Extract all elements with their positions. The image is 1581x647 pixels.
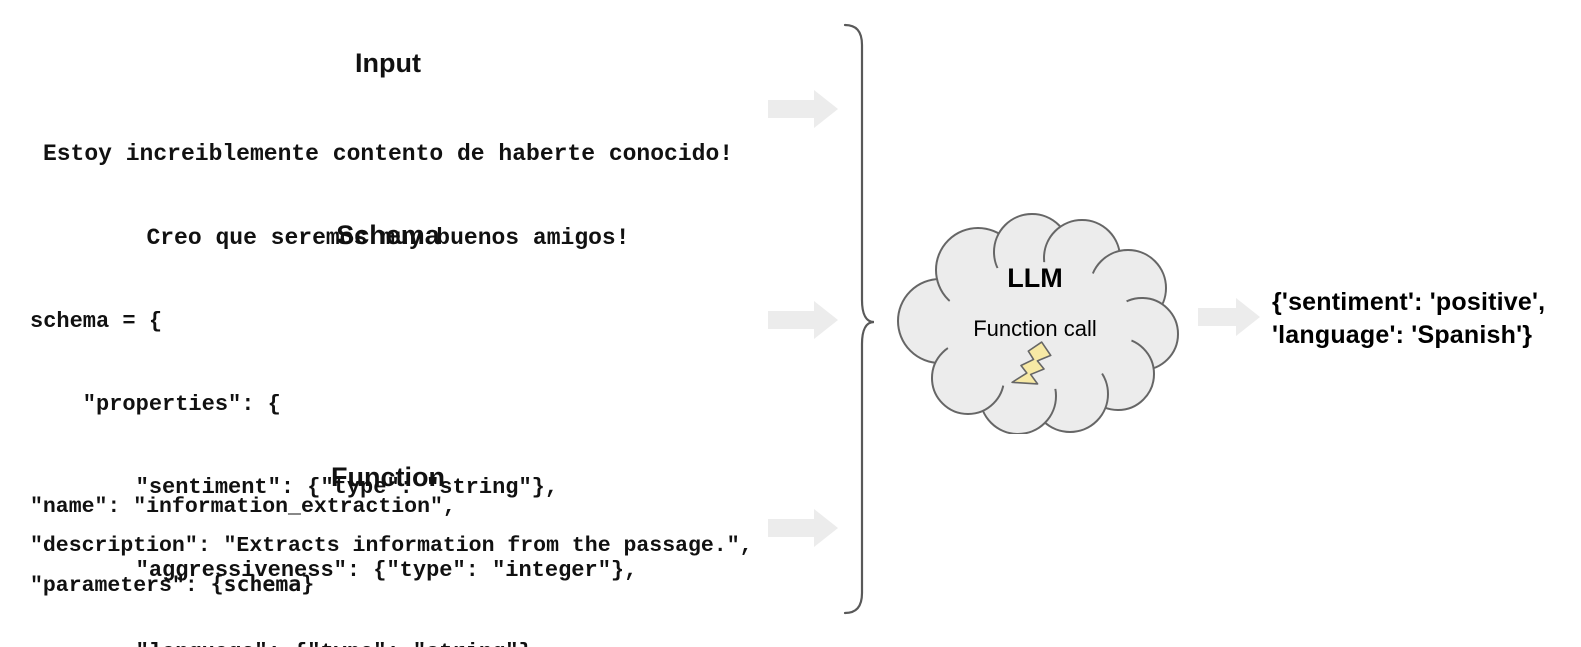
output-text: {'sentiment': 'positive', 'language': 'S… xyxy=(1272,286,1545,352)
schema-code-line: "properties": { xyxy=(30,391,281,417)
function-section-title: Function xyxy=(331,462,445,492)
output-text-line: 'language': 'Spanish'} xyxy=(1272,321,1533,349)
schema-code-line: "aggressiveness": {"type": "integer"}, xyxy=(30,557,638,583)
input-arrow-icon xyxy=(768,90,838,128)
output-arrow-icon xyxy=(1198,298,1260,336)
function-description-line: "description": "Extracts information fro… xyxy=(30,534,753,558)
input-text-line: Creo que seremos muy buenos amigos! xyxy=(146,225,630,251)
function-name-line: "name": "information_extraction", xyxy=(30,495,456,519)
llm-label: LLM xyxy=(1007,263,1063,293)
input-text-line: Estoy increiblemente contento de haberte… xyxy=(42,141,734,167)
function-parameters-schema-ref: {schema} xyxy=(210,572,315,597)
schema-code-line: "sentiment": {"type": "string"}, xyxy=(30,474,559,500)
function-parameters-line: "parameters": {schema} xyxy=(30,572,314,598)
cloud-body xyxy=(942,262,1134,390)
curly-brace xyxy=(843,23,875,615)
schema-code-line: schema = { xyxy=(30,309,163,335)
input-section-title: Input xyxy=(355,48,421,78)
output-text-line: {'sentiment': 'positive', xyxy=(1272,288,1546,316)
function-arrow-icon xyxy=(768,509,838,547)
schema-section-title: Schema xyxy=(336,220,440,250)
function-parameters-key: "parameters": xyxy=(30,574,211,598)
schema-arrow-icon xyxy=(768,301,838,339)
schema-code: schema = { "properties": { "sentiment": … xyxy=(30,253,637,647)
schema-code-line: "language": {"type": "string"}, xyxy=(30,639,637,647)
lightning-bolt-icon xyxy=(1011,341,1052,385)
llm-function-call-label: Function call xyxy=(973,316,1097,341)
llm-cloud xyxy=(897,213,1179,434)
input-text: Estoy increiblemente contento de haberte… xyxy=(0,84,776,308)
